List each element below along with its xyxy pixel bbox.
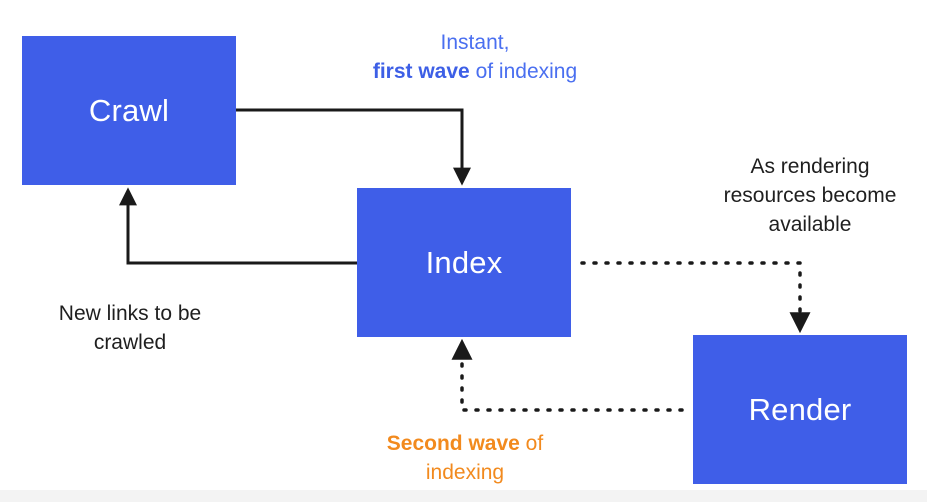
index-node-label: Index (425, 244, 503, 280)
render-node: Render (693, 335, 907, 484)
rendering-resources-label: As rendering resources become available (690, 152, 927, 239)
resources-line3: available (768, 213, 852, 236)
render-node-label: Render (748, 391, 852, 427)
new-links-line1: New links to be (58, 302, 202, 325)
first-wave-bold: first wave (372, 60, 470, 83)
second-wave-label: Second wave of indexing (350, 429, 580, 487)
new-links-line2: crawled (93, 331, 167, 354)
bottom-edge-band (0, 490, 927, 502)
arrow-index-to-crawl (119, 187, 357, 265)
arrow-crawl-to-index (236, 108, 471, 186)
second-wave-bold: Second wave (386, 432, 520, 455)
crawl-node: Crawl (22, 36, 236, 185)
second-wave-rest: of (519, 432, 544, 455)
index-node: Index (357, 188, 571, 337)
first-wave-rest: of indexing (469, 60, 578, 83)
new-links-label: New links to be crawled (20, 299, 240, 357)
second-wave-line2: indexing (425, 461, 505, 484)
first-wave-label: Instant, first wave of indexing (330, 28, 620, 86)
crawl-node-label: Crawl (88, 92, 170, 128)
arrow-render-to-index (451, 338, 684, 412)
resources-line2: resources become (723, 184, 897, 207)
arrow-index-to-render (580, 261, 811, 334)
first-wave-line1: Instant, (440, 31, 510, 54)
resources-line1: As rendering (750, 155, 870, 178)
